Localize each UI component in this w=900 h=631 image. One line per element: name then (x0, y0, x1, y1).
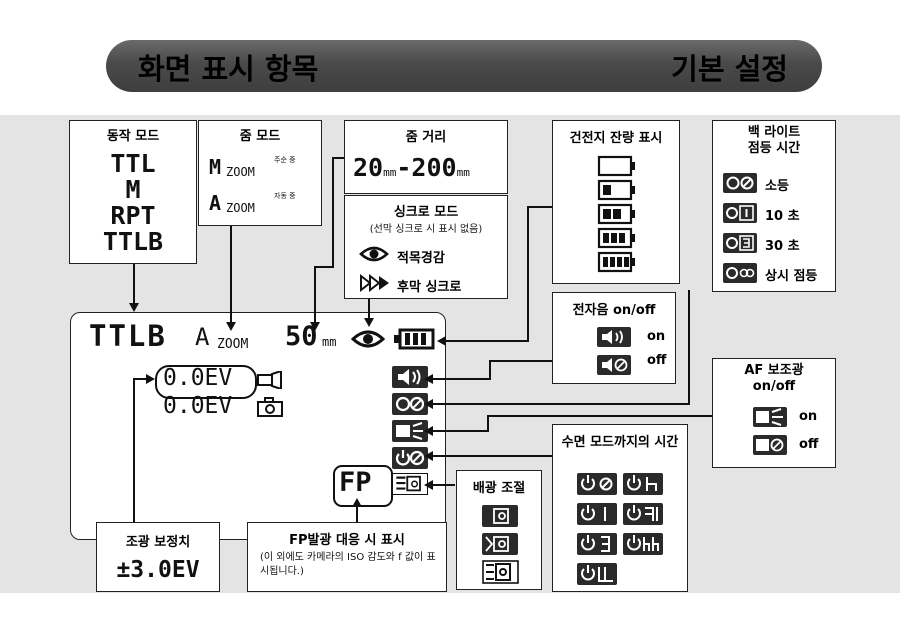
sync-rear-curtain-label: 후막 싱크로 (397, 280, 462, 295)
zoom-a-word: ZOOM (226, 201, 255, 215)
contrast-box: 배광 조절 (456, 470, 542, 590)
operation-mode-title: 동작 모드 (106, 129, 160, 144)
sync-mode-subtitle: (선막 싱크로 시 표시 없음) (369, 224, 483, 235)
backlight-always-label: 상시 점등 (765, 269, 818, 284)
zoom-range-value: 20mm-200mm (353, 153, 470, 182)
af-status-icon (392, 420, 428, 442)
zoom-range-to-unit: mm (456, 166, 470, 179)
compensation-value: ±3.0EV (116, 557, 200, 583)
zoom-range-title: 줌 거리 (405, 130, 447, 145)
zoom-range-from: 20 (353, 153, 384, 182)
mode-ttl: TTL (110, 149, 156, 178)
camera-icon (257, 397, 283, 417)
sync-red-eye-label: 적목경감 (397, 251, 445, 266)
contrast-status-icon (392, 473, 428, 495)
zoom-range-from-unit: mm (383, 166, 397, 179)
zoom-m-word: ZOOM (226, 165, 255, 179)
mode-ttlb: TTLB (102, 227, 164, 256)
contrast-level-icons (482, 505, 519, 584)
af-off-label: off (799, 437, 819, 452)
beep-off-label: off (647, 353, 667, 368)
backlight-box: 백 라이트 점등 시간 소등 10 초 30 초 상시 점등 (712, 120, 836, 292)
af-on-label: on (799, 409, 818, 424)
zoom-range-to: 200 (411, 153, 457, 182)
banner-left-title: 화면 표시 항목 (138, 52, 319, 86)
sleep-mode-box: 수면 모드까지의 시간 (552, 424, 688, 592)
rear-curtain-icon (360, 274, 389, 292)
backlight-title: 백 라이트 점등 시간 (747, 125, 801, 156)
beep-title: 전자음 on/off (572, 303, 656, 318)
backlight-30s-icon (723, 233, 757, 253)
sleep-timer-icons (577, 473, 663, 585)
mode-rpt: RPT (110, 201, 156, 230)
sync-mode-title: 싱크로 모드 (393, 205, 459, 220)
contrast-title: 배광 조절 (472, 481, 526, 496)
zoom-range-box: 줌 거리 20mm-200mm (344, 120, 508, 194)
zoom-range-dash: - (396, 153, 412, 182)
red-eye-icon (359, 246, 389, 262)
fp-description: (이 외에도 카메라의 ISO 감도와 f 값이 표시됩니다.) (260, 552, 436, 577)
zoom-m-note: 주순 중 (274, 156, 296, 164)
backlight-always-icon (723, 263, 757, 283)
lcd-panel: TTLB A ZOOM 50 mm 0.0EV 0.0EV FP (70, 312, 446, 540)
title-banner: 화면 표시 항목 기본 설정 (106, 40, 822, 92)
af-assist-box: AF 보조광 on/off on off (712, 358, 836, 468)
backlight-30s-label: 30 초 (765, 239, 800, 254)
beep-box: 전자음 on/off on off (552, 292, 676, 384)
battery-icon (394, 328, 435, 350)
compensation-title: 조광 보정치 (125, 535, 191, 550)
af-assist-title: AF 보조광 on/off (744, 363, 804, 394)
backlight-off-icon (723, 173, 757, 193)
sleep-status-icon (392, 447, 428, 469)
lcd-mode: TTLB (89, 319, 167, 353)
zoom-mode-title: 줌 모드 (239, 129, 281, 144)
backlight-status-icon (392, 393, 428, 415)
ev-selection-frame (155, 365, 257, 399)
sync-mode-box: 싱크로 모드 (선막 싱크로 시 표시 없음) 적목경감 후막 싱크로 (344, 195, 508, 299)
backlight-10s-label: 10 초 (765, 209, 800, 224)
flash-icon (257, 371, 282, 389)
compensation-box: 조광 보정치 ±3.0EV (96, 522, 220, 592)
backlight-off-label: 소등 (765, 179, 789, 194)
lcd-zoom-word: ZOOM (217, 337, 249, 352)
lcd-zoom-a: A (195, 323, 210, 351)
zoom-a-letter: A (209, 191, 222, 215)
banner-right-title: 기본 설정 (671, 52, 788, 86)
fp-title: FP발광 대응 시 표시 (289, 533, 405, 548)
af-on-icon (753, 407, 787, 427)
beep-on-label: on (647, 329, 666, 344)
zoom-a-note: 자동 중 (274, 192, 296, 200)
backlight-10s-icon (723, 203, 757, 223)
lcd-focal-unit: mm (322, 335, 337, 349)
battery-title: 건전지 잔량 표시 (569, 131, 663, 146)
battery-box: 건전지 잔량 표시 (552, 120, 680, 284)
beep-status-icon (392, 366, 428, 388)
beep-off-icon (597, 355, 631, 375)
zoom-m-letter: M (209, 155, 222, 179)
lcd-flash-comp: 0.0EV (163, 365, 233, 391)
zoom-mode-box: 줌 모드 M ZOOM 주순 중 A ZOOM 자동 중 (198, 120, 322, 226)
fp-box: FP발광 대응 시 표시 (이 외에도 카메라의 ISO 감도와 f 값이 표시… (247, 522, 447, 592)
lcd-camera-comp: 0.0EV (163, 393, 233, 419)
beep-on-icon (597, 327, 631, 347)
fp-badge-frame (333, 465, 393, 507)
mode-m: M (125, 175, 141, 204)
eye-icon (351, 330, 385, 348)
lcd-fp-badge: FP (339, 467, 372, 498)
af-off-icon (753, 435, 787, 455)
battery-levels-icon (597, 155, 635, 273)
sleep-mode-title: 수면 모드까지의 시간 (561, 435, 679, 450)
operation-mode-box: 동작 모드 TTL M RPT TTLB (69, 120, 197, 264)
